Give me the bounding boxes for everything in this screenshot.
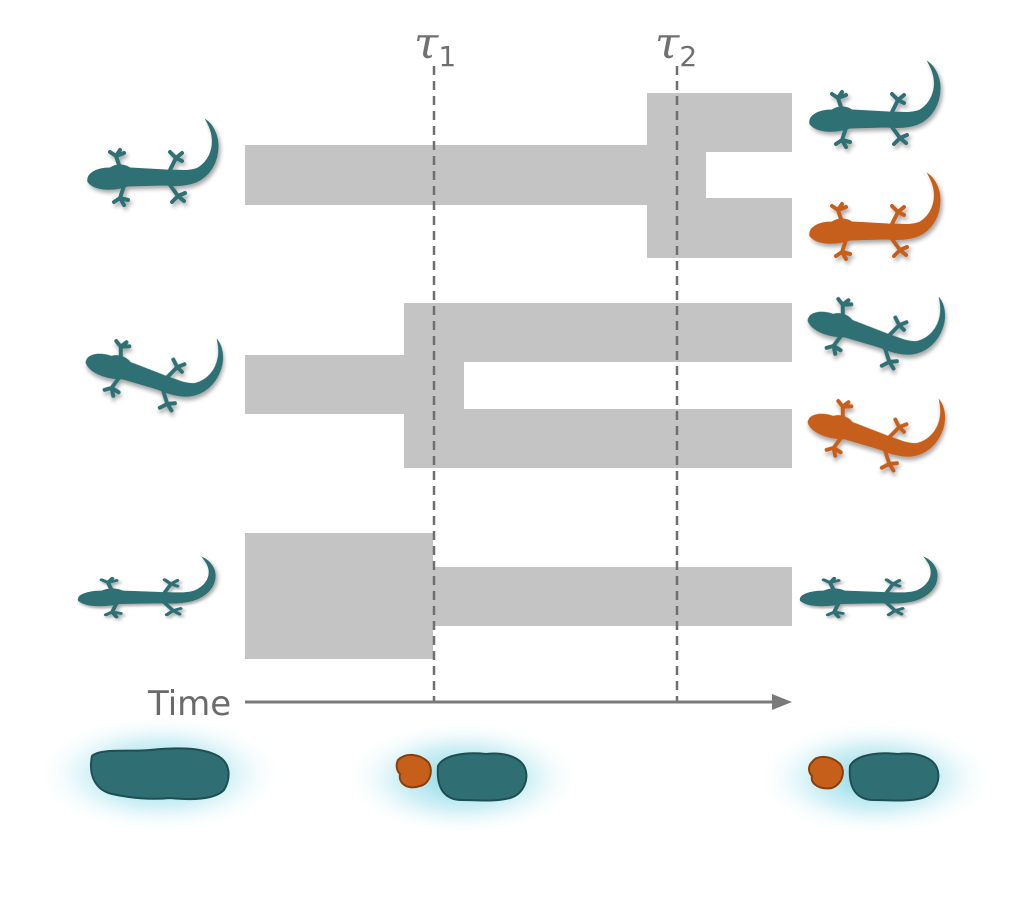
lineage-1-bands [245, 93, 792, 258]
tau1-label: τ1 [414, 18, 456, 73]
island-icon [756, 720, 996, 836]
gecko-silhouette-icon [76, 301, 231, 427]
lineage-2-band [245, 303, 792, 468]
lineage-3-band [245, 533, 792, 659]
gecko-silhouette-icon [78, 557, 215, 617]
gecko-silhouette-icon [798, 259, 953, 385]
time-axis-arrowhead [772, 694, 792, 710]
island-icon [35, 714, 285, 834]
gecko-silhouette-icon [85, 118, 220, 207]
gecko-silhouette-icon [807, 172, 942, 261]
island-icon [343, 720, 583, 836]
gecko-silhouette-icon [798, 361, 953, 487]
lineage-3-bands [245, 533, 792, 659]
lineage-2-bands [245, 303, 792, 468]
gecko-silhouette-icon [800, 557, 937, 617]
gecko-silhouette-icon [807, 60, 942, 149]
lineage-1-band [245, 93, 792, 258]
tau2-label: τ2 [655, 18, 697, 73]
